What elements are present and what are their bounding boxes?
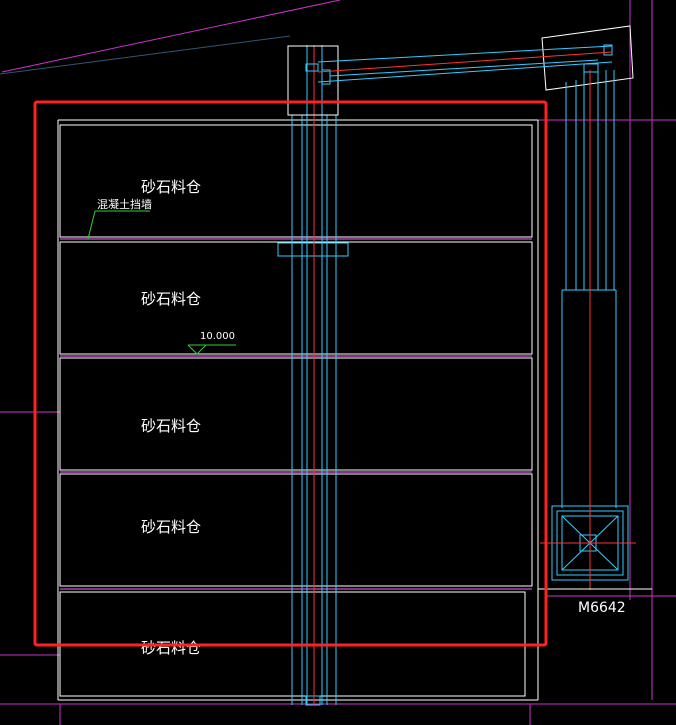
selection-box[interactable] <box>33 100 548 647</box>
conveyor-shaft <box>277 45 349 706</box>
background-guide-line <box>0 35 291 75</box>
bin-label-1: 砂石料仓 <box>141 178 201 196</box>
bin-compartment[interactable] <box>59 473 533 587</box>
bin-label-2: 砂石料仓 <box>141 290 201 308</box>
equipment-label: M6642 <box>578 600 626 616</box>
bin-label-3: 砂石料仓 <box>141 417 201 435</box>
inclined-conveyor-axis <box>317 51 613 73</box>
bin-compartment[interactable] <box>59 241 533 355</box>
wall-annotation-leader <box>87 210 150 240</box>
inclined-conveyor <box>305 44 613 85</box>
elevation-mark-value: 10.000 <box>200 331 235 342</box>
bin-label-5: 砂石料仓 <box>141 639 201 657</box>
slab-edges <box>60 238 532 590</box>
bin-compartment[interactable] <box>59 124 533 238</box>
elevation-mark-symbol <box>187 344 236 355</box>
head-house-right[interactable] <box>541 25 634 91</box>
bin-label-4: 砂石料仓 <box>141 518 201 536</box>
wall-annotation-label: 混凝土挡墙 <box>97 197 152 211</box>
bin-compartment[interactable] <box>59 357 533 471</box>
silo-outline <box>57 119 539 701</box>
elevator-axis <box>540 70 636 590</box>
